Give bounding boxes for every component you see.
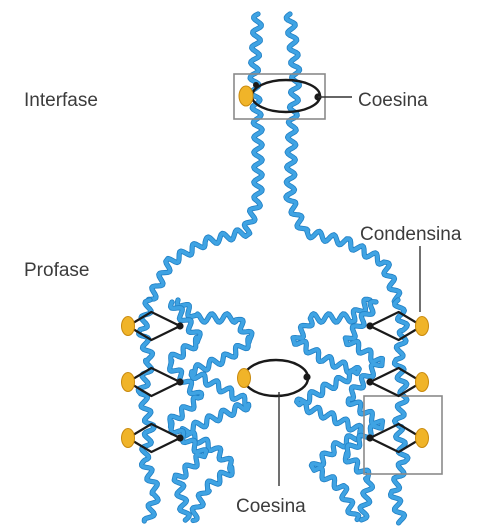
cohesin-ring-prophase <box>238 360 311 396</box>
condensin-right-3-hinge <box>366 434 373 441</box>
condensin-left-3-head <box>122 429 135 448</box>
cohesin-ring-head <box>238 369 251 388</box>
cohesin-top-label: Coesina <box>358 90 428 111</box>
condensin-right-2-ring <box>370 368 422 396</box>
cohesin-ring-outline <box>244 360 308 396</box>
chromatin-fiber-right-stem <box>286 14 400 301</box>
condensin-right-1-hinge <box>366 322 373 329</box>
cohesin-ring-outline <box>252 80 320 112</box>
condensin-right-2 <box>366 368 428 396</box>
chromatin-fiber-left-stem <box>149 14 263 299</box>
cohesin-ring-head <box>239 86 253 106</box>
condensin-left-3-hinge <box>176 434 183 441</box>
condensin-right-2-hinge <box>366 378 373 385</box>
cohesin-ring-hinge-2 <box>253 82 259 88</box>
condensin-right-2-head <box>416 373 429 392</box>
chromatin-fiber-right-stem-shadow <box>286 14 400 301</box>
interphase-label: Interfase <box>24 90 98 111</box>
prophase-label: Profase <box>24 260 89 281</box>
condensin-right-1-head <box>416 317 429 336</box>
condensin-right-3-head <box>416 429 429 448</box>
chromatin-fiber-left-stem-shadow <box>149 14 263 299</box>
condensin-left-1-head <box>122 317 135 336</box>
condensin-left-1-hinge <box>176 322 183 329</box>
cohesin-ring-hinge <box>303 373 310 380</box>
condensin-left-2-head <box>122 373 135 392</box>
condensin-left-1-ring <box>128 312 180 340</box>
highlight-boxes <box>234 74 442 474</box>
condensin-left-1 <box>122 312 184 340</box>
left-middle-fiber <box>170 302 207 520</box>
cohesin-bottom-label: Coesina <box>236 496 306 517</box>
condensin-label: Condensina <box>360 224 462 245</box>
condensin-left-2-hinge <box>176 378 183 385</box>
